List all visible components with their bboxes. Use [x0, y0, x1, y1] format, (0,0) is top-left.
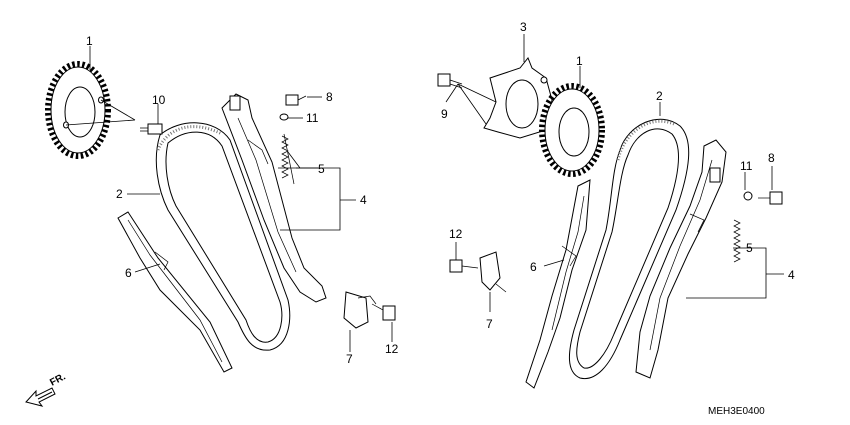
diagram-code: MEH3E0400 — [708, 406, 765, 417]
left-bolt-8 — [285, 94, 307, 106]
left-cam-chain — [155, 122, 291, 351]
right-label-guide-plate: 7 — [486, 317, 493, 331]
right-label-sprocket: 1 — [576, 54, 583, 68]
right-bolt-12 — [449, 259, 479, 273]
right-label-chain-guide: 6 — [530, 260, 537, 274]
left-label-bolt-8: 8 — [326, 90, 333, 104]
right-bolt-9 — [437, 73, 463, 89]
right-cam-sprocket — [539, 83, 605, 177]
right-assembly: 3 1 9 2 11 8 5 4 12 7 6 — [437, 20, 795, 389]
left-label-spring: 5 — [318, 162, 325, 176]
left-tensioner-arm — [221, 93, 327, 303]
left-label-chain: 2 — [116, 187, 123, 201]
left-label-chain-guide: 6 — [125, 266, 132, 280]
front-direction-marker: FR. — [25, 371, 68, 407]
left-bolt-10 — [140, 123, 163, 135]
left-chain-guide — [117, 211, 233, 373]
front-arrow-icon — [25, 387, 56, 407]
right-label-bolt-12: 12 — [449, 227, 463, 241]
left-label-washer: 11 — [306, 111, 319, 125]
left-guide-plate-7 — [343, 291, 377, 329]
left-label-bolt-10: 10 — [152, 93, 166, 107]
right-label-bolt-8: 8 — [768, 151, 775, 165]
left-tensioner-spring — [281, 133, 295, 185]
front-label: FR. — [48, 371, 68, 388]
left-label-bolt-12: 12 — [385, 342, 399, 356]
left-label-guide-plate: 7 — [346, 352, 353, 366]
right-tensioner-arm — [635, 139, 727, 379]
right-label-washer: 11 — [740, 159, 753, 173]
right-label-spring: 5 — [746, 241, 753, 255]
right-label-tensioner-arm: 4 — [788, 268, 795, 282]
right-guide-plate-7 — [479, 251, 507, 293]
left-bolt-12 — [371, 303, 396, 321]
left-label-sprocket: 1 — [86, 34, 93, 48]
right-washer-11 — [743, 191, 753, 201]
left-assembly: 1 10 2 6 8 11 5 4 7 12 — [45, 34, 399, 373]
right-plate-3 — [483, 57, 553, 139]
right-chain-guide — [525, 179, 591, 389]
left-cam-sprocket — [45, 61, 111, 159]
right-cam-chain — [569, 118, 690, 380]
right-bolt-8 — [758, 191, 783, 205]
right-label-chain: 2 — [656, 89, 663, 103]
left-label-tensioner-arm: 4 — [360, 193, 367, 207]
right-label-bolt-9: 9 — [441, 107, 448, 121]
right-label-plate: 3 — [520, 20, 527, 34]
right-tensioner-spring — [733, 219, 741, 263]
left-washer-11 — [279, 113, 289, 121]
